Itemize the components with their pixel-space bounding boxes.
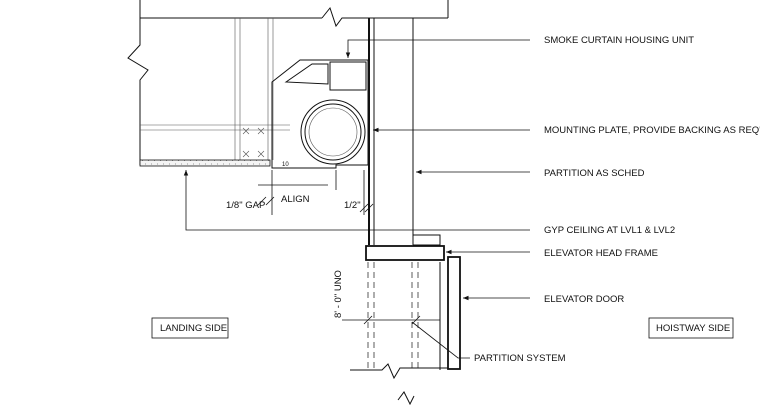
callout-elevator-head-frame: ELEVATOR HEAD FRAME <box>544 248 658 259</box>
callout-smoke-curtain: SMOKE CURTAIN HOUSING UNIT <box>544 35 694 46</box>
landing-side-label: LANDING SIDE <box>160 323 227 334</box>
dimensions <box>257 170 440 325</box>
leaders <box>183 39 530 359</box>
dim-align-label: ALIGN <box>281 194 310 205</box>
partition-system <box>350 262 448 406</box>
ceiling-framing <box>140 18 290 160</box>
gyp-ceiling-board <box>139 159 271 167</box>
dim-gap-label: 1/8" GAP <box>226 200 265 211</box>
callout-mounting-plate: MOUNTING PLATE, PROVIDE BACKING AS REQ'D <box>544 125 760 136</box>
smoke-curtain-housing: 10 <box>271 59 369 169</box>
callout-gyp-ceiling: GYP CEILING AT LVL1 & LVL2 <box>544 225 675 236</box>
callout-elevator-door: ELEVATOR DOOR <box>544 294 624 305</box>
dim-height-label: 8' - 0" UNO <box>333 270 344 318</box>
svg-text:10: 10 <box>282 162 289 168</box>
partition-upper <box>368 18 441 246</box>
elevator-head-frame <box>365 245 445 261</box>
elevator-door <box>447 256 461 370</box>
dim-half-inch-label: 1/2" <box>344 200 361 211</box>
hoistway-side-label: HOISTWAY SIDE <box>656 323 730 334</box>
slab-above <box>127 0 449 165</box>
hoistway-side-tag: HOISTWAY SIDE <box>648 317 734 339</box>
backing-marks <box>242 127 265 158</box>
landing-side-tag: LANDING SIDE <box>151 317 229 339</box>
callout-partition-system: PARTITION SYSTEM <box>474 353 566 364</box>
callout-partition-sched: PARTITION AS SCHED <box>544 168 645 179</box>
